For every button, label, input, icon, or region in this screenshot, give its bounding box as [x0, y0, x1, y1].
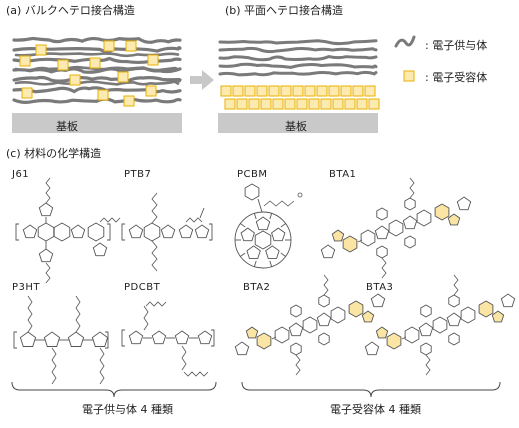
- acceptor-group-caption: 電子受容体 4 種類: [330, 403, 421, 416]
- molecule-name-bta2: BTA2: [243, 282, 271, 293]
- substrate-b: [218, 113, 378, 133]
- molecule-name-p3ht: P3HT: [12, 282, 41, 293]
- structure-j61: [15, 177, 121, 284]
- molecule-name-bta3: BTA3: [366, 282, 394, 293]
- structure-pdcbt: [121, 301, 215, 377]
- bulk-heterojunction-acceptors: [19, 40, 159, 107]
- planar-heterojunction-polymers: [218, 39, 378, 77]
- process-arrow: [190, 70, 214, 90]
- molecule-name-ptb7: PTB7: [124, 169, 152, 180]
- substrate-a: [12, 113, 182, 133]
- legend-donor-label: : 電子供与体: [425, 39, 488, 52]
- donor-group-brace: [11, 381, 217, 398]
- structure-ptb7: [121, 192, 213, 272]
- molecule-name-bta1: BTA1: [329, 169, 357, 180]
- structure-p3ht: [13, 295, 109, 385]
- panel-a-label: (a) バルクヘテロ接合構造: [6, 4, 135, 17]
- substrate-a-label: 基板: [56, 120, 78, 133]
- structure-pcbm: [234, 183, 303, 269]
- molecule-name-pdcbt: PDCBT: [124, 282, 161, 293]
- panel-b-label: (b) 平面ヘテロ接合構造: [225, 4, 344, 17]
- panel-c-label: (c) 材料の化学構造: [6, 147, 102, 160]
- planar-heterojunction-acceptors: [220, 85, 380, 110]
- structure-bta1: [320, 177, 472, 279]
- donor-group-caption: 電子供与体 4 種類: [82, 403, 173, 416]
- legend-donor-symbol: [394, 35, 416, 48]
- structure-bta3: [364, 274, 516, 376]
- molecule-name-j61: J61: [12, 169, 30, 180]
- acceptor-group-brace: [241, 381, 501, 398]
- legend-acceptor-label: : 電子受容体: [425, 71, 488, 84]
- legend-acceptor-symbol: [403, 70, 415, 82]
- molecule-name-pcbm: PCBM: [237, 169, 268, 180]
- substrate-b-label: 基板: [285, 120, 307, 133]
- structure-bta2: [234, 274, 386, 376]
- bulk-heterojunction-polymers: [12, 36, 182, 104]
